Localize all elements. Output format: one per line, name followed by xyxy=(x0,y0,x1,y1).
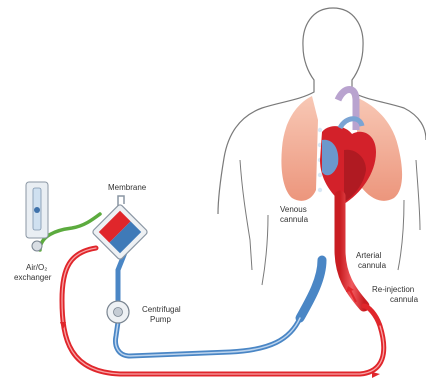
arterial-cannula-label-1: Arterial xyxy=(356,251,382,260)
gas-line xyxy=(40,214,100,250)
venous-tubing xyxy=(116,318,300,356)
waist-left xyxy=(262,215,268,285)
venous-tubing-highlight xyxy=(116,318,300,356)
membrane-oxygenator xyxy=(92,204,149,261)
femoral-vein xyxy=(300,260,322,318)
pump-label-2: Pump xyxy=(150,315,171,324)
centrifugal-pump xyxy=(107,301,129,323)
membrane-label: Membrane xyxy=(108,183,147,192)
right-arm-line xyxy=(416,160,420,230)
venous-cannula-label-2: cannula xyxy=(280,215,309,224)
left-lung xyxy=(281,96,318,201)
exchanger-label-1: Air/O₂ xyxy=(26,263,47,272)
arterial-cannula-label-2: cannula xyxy=(358,261,387,270)
pump-rotor xyxy=(114,308,123,317)
venous-cannula-label-1: Venous xyxy=(280,205,307,214)
flowmeter-knob xyxy=(32,241,42,251)
pump-label-1: Centrifugal xyxy=(142,305,181,314)
reinjection-cannula-label-1: Re-injection xyxy=(372,285,414,294)
waist-right xyxy=(398,200,404,270)
reinjection-cannula-label-2: cannula xyxy=(390,295,419,304)
flow-arrow-icon-bottom xyxy=(372,372,380,378)
left-arm-line xyxy=(240,160,252,270)
exchanger-label-2: exchanger xyxy=(14,273,52,282)
flowmeter-ball xyxy=(34,207,40,213)
